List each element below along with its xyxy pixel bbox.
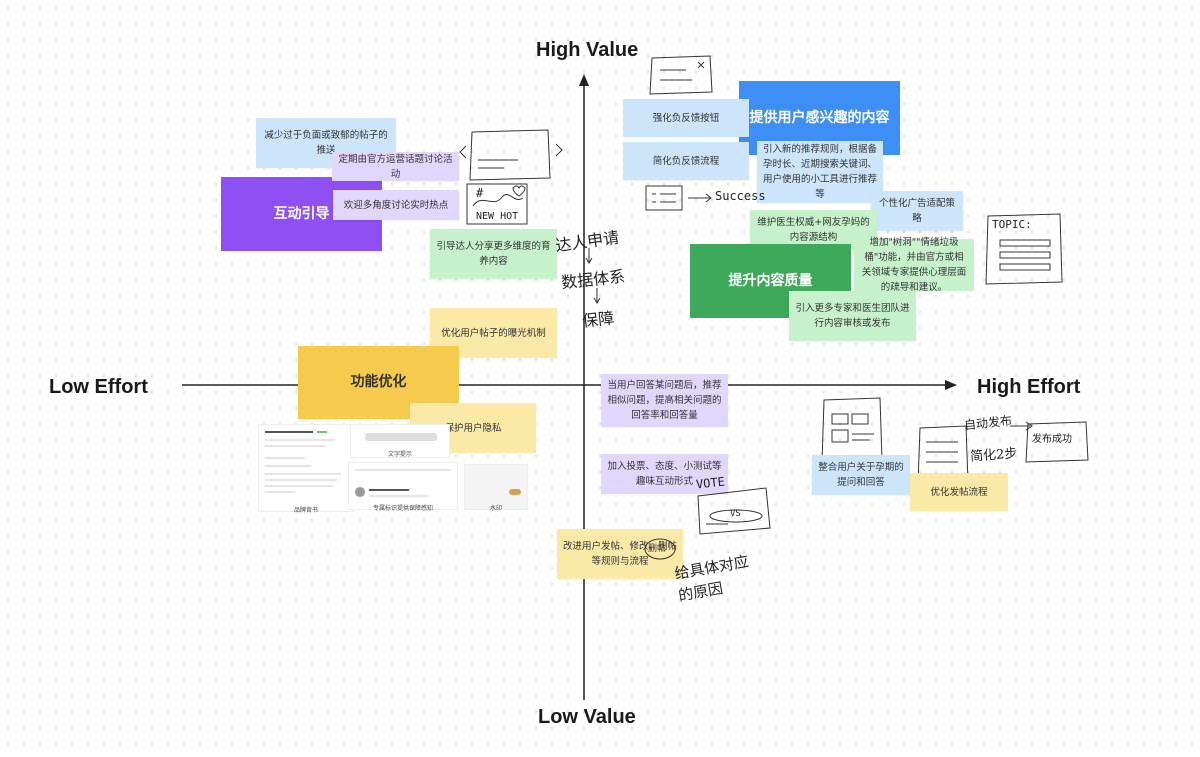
sketch-phone-icon [821,397,883,463]
sticky-note-simplify-feedback[interactable]: 简化负反馈流程 [623,142,749,180]
watermark-thumbnail: 水印 [464,464,528,512]
handwriting-hash: # [476,186,484,200]
sticky-note-official-topics[interactable]: 定期由官方运营话题讨论活动 [332,152,459,181]
arrow-down-icon [593,288,601,304]
sticky-note-guide-experts[interactable]: 引导达人分享更多维度的育养内容 [430,229,557,279]
thumbnail-caption: 文字提示 [387,451,412,458]
axis-label-low-value: Low Value [538,706,636,728]
brand-thumbnail: 品牌背书 [258,424,354,514]
axis-label-high-effort: High Effort [977,376,1081,398]
sticky-note-reduce-negative[interactable]: 减少过于负面或致郁的帖子的推送 [256,118,396,168]
sticky-note-improve-posting[interactable]: 改进用户发帖、修改、删帖等规则与流程 [557,529,683,579]
sticky-note-experts-review[interactable]: 引入更多专家和医生团队进行内容审核或发布 [789,291,916,341]
thumbnail-caption: 专属标识提供保障感知 [372,505,433,512]
sketch-dialog-icon [649,55,713,95]
sticky-note-strengthen-feedback[interactable]: 强化负反馈按钮 [623,99,749,137]
sticky-note-new-rules[interactable]: 引入新的推荐规则，根据备孕时长、近期搜索关键词、用户使用的小工具进行推荐等 [757,141,883,203]
circle-mark-icon [644,538,676,560]
handwriting-topic: TOPIC: [992,218,1032,231]
sticky-note-integrate-qa[interactable]: 整合用户关于孕期的提问和回答 [812,455,910,495]
axis-label-low-effort: Low Effort [49,376,148,398]
arrow-down-icon [585,248,593,264]
sketch-result-icon [1025,421,1089,463]
handwriting-success: Success [715,189,766,203]
sticky-note-personal-ads[interactable]: 个性化广告适配策略 [871,191,963,231]
sketch-card-icon [459,129,563,181]
sketch-hot-post-icon [466,183,528,225]
sticky-note-interactive-forms[interactable]: 加入投票、态度、小测试等趣味互动形式 [601,454,728,494]
text-hint-thumbnail: 文字提示 [350,424,450,458]
thumbnail-caption: 水印 [489,505,502,512]
handwriting-vote: VOTE [695,474,726,492]
handwriting-del-post: 删帖 [648,543,667,553]
handwriting-vs: VS [730,509,741,519]
sketch-success-icon [645,185,712,211]
handwriting-new-hot: NEW HOT [476,211,519,222]
sticky-note-multi-angle[interactable]: 欢迎多角度讨论实时热点 [333,190,459,220]
handwriting-simplify-steps: 简化2步 [969,446,1018,465]
thumbnail-caption: 品牌背书 [293,507,318,514]
sticky-note-treehole[interactable]: 增加"树洞""情绪垃圾桶"功能，并由官方或相关领域专家提供心理层面的疏导和建议。 [854,237,974,293]
sticky-note-optimize-flow[interactable]: 优化发帖流程 [910,473,1008,511]
notice-thumbnail: 专属标识提供保障感知 [348,462,458,512]
sticky-note-recommend-similar[interactable]: 当用户回答某问题后，推荐相似问题，提高相关问题的回答率和回答量 [601,374,728,427]
sketch-vote-icon [697,487,771,535]
handwriting-guarantee: 保障 [581,308,616,331]
sketch-topic-icon [985,213,1063,285]
axis-label-high-value: High Value [536,39,639,61]
handwriting-publish-success: 发布成功 [1032,434,1072,445]
